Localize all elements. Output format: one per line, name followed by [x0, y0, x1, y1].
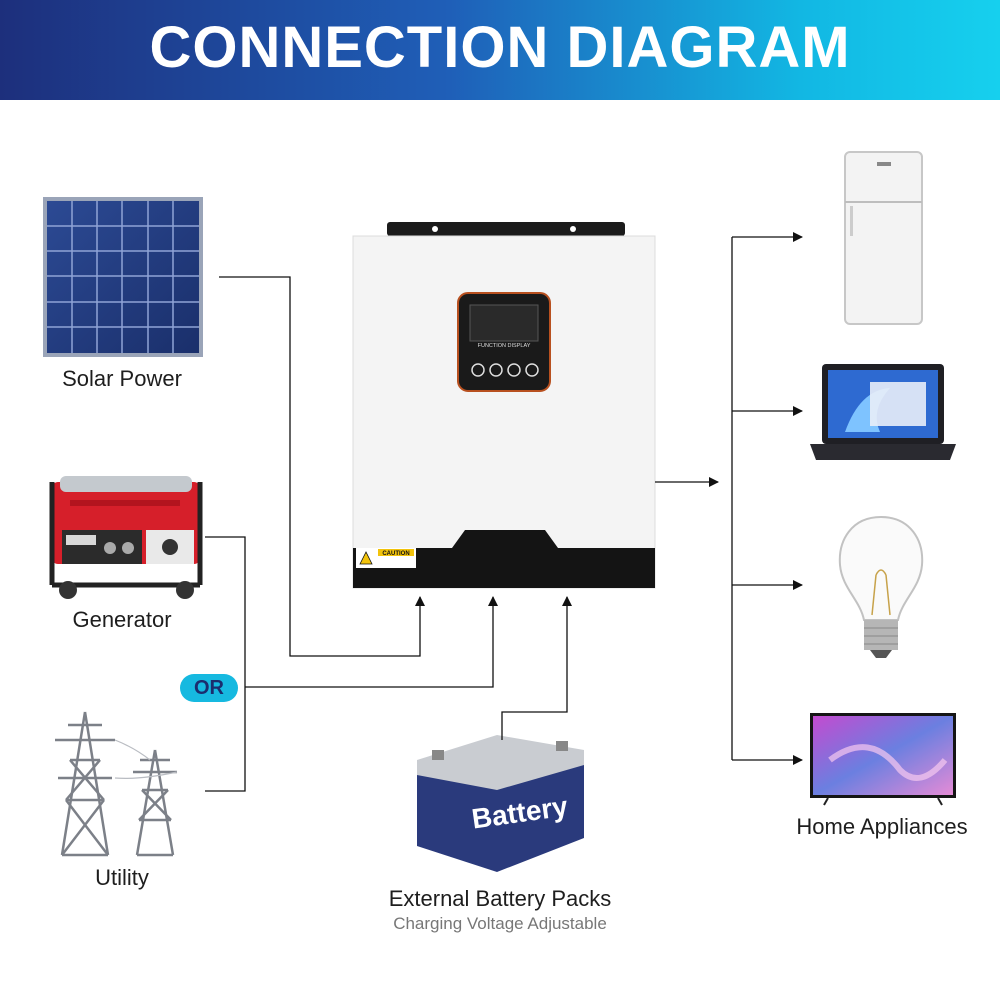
light-bulb-icon	[838, 515, 924, 658]
generator-connection-line	[205, 536, 246, 792]
home-appliances-label: Home Appliances	[796, 814, 968, 839]
inverter-unit: FUNCTION DISPLAY CAUTION	[352, 222, 656, 589]
solar-panel-icon	[43, 197, 203, 357]
television-icon	[810, 713, 956, 806]
caution-label: CAUTION	[382, 551, 409, 557]
utility-label: Utility	[95, 865, 149, 890]
battery-packs-label: External Battery Packs	[388, 886, 612, 911]
generator-icon	[49, 476, 203, 599]
solar-connection-line	[219, 276, 425, 657]
page-title: CONNECTION DIAGRAM	[149, 15, 851, 80]
grid-connection-line	[245, 596, 498, 688]
connection-lines	[205, 232, 803, 792]
header-banner: CONNECTION DIAGRAM	[0, 0, 1000, 100]
battery-icon: Battery	[417, 735, 584, 872]
utility-tower-icon	[55, 711, 178, 857]
charging-voltage-label: Charging Voltage Adjustable	[393, 914, 607, 933]
or-badge: OR	[180, 674, 238, 702]
battery-connection-line	[501, 596, 572, 740]
function-display-label: FUNCTION DISPLAY	[478, 343, 531, 349]
refrigerator-icon	[844, 151, 923, 325]
solar-power-label: Solar Power	[62, 366, 182, 391]
laptop-icon	[810, 364, 956, 460]
generator-label: Generator	[72, 607, 172, 632]
